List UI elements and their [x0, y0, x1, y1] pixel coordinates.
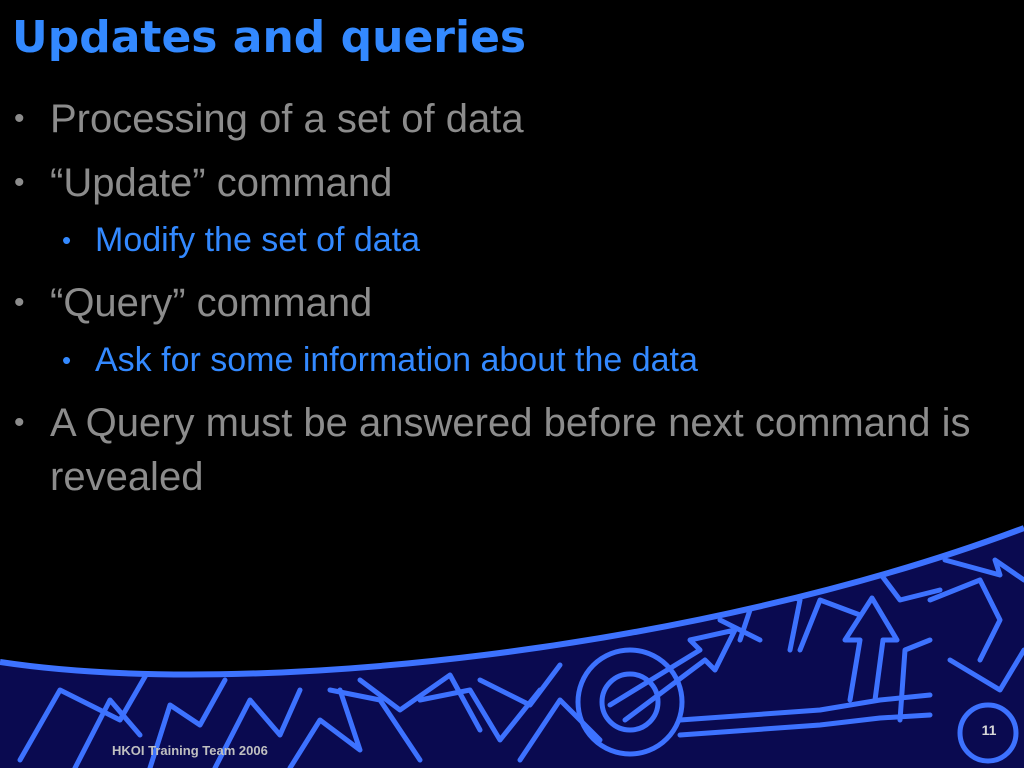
bullet-dot-icon: • — [14, 406, 25, 439]
sub-bullet-text: Modify the set of data — [95, 221, 421, 259]
slide-title: Updates and queries — [12, 12, 527, 63]
sub-bullet-item: • Modify the set of data — [0, 216, 1000, 264]
bullet-text: Processing of a set of data — [50, 97, 524, 141]
bullet-item: • “Query” command — [0, 276, 1000, 330]
sub-bullet-item: • Ask for some information about the dat… — [0, 336, 1000, 384]
bullet-dot-icon: • — [14, 102, 25, 135]
bullet-dot-icon: • — [14, 286, 25, 319]
bullet-item: • A Query must be answered before next c… — [0, 396, 1000, 504]
bullet-dot-icon: • — [14, 166, 25, 199]
bullet-item: • “Update” command — [0, 156, 1000, 210]
bullet-text: “Query” command — [50, 281, 373, 325]
sub-bullet-text: Ask for some information about the data — [95, 341, 698, 379]
bullet-list: • Processing of a set of data • “Update”… — [0, 92, 1000, 514]
footer-text: HKOI Training Team 2006 — [112, 743, 268, 758]
bullet-item: • Processing of a set of data — [0, 92, 1000, 146]
sub-bullet-dot-icon: • — [62, 225, 72, 255]
page-number: 11 — [981, 722, 997, 738]
bullet-text: A Query must be answered before next com… — [50, 401, 971, 499]
sub-bullet-dot-icon: • — [62, 345, 72, 375]
bullet-text: “Update” command — [50, 161, 393, 205]
